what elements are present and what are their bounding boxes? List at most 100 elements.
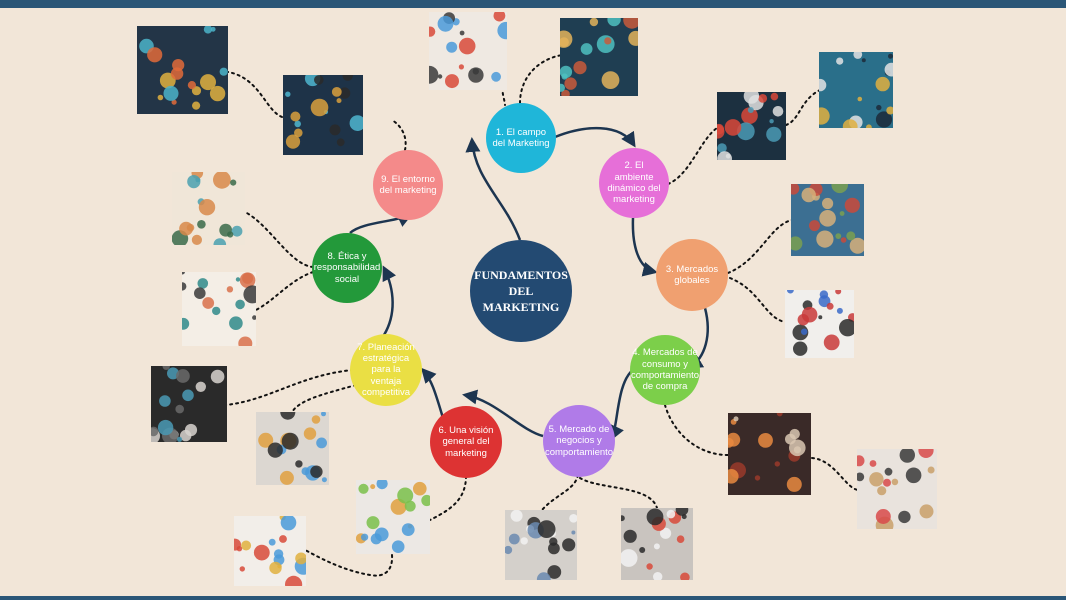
photo-detail — [294, 120, 301, 128]
photo-detail — [213, 172, 231, 189]
dotted-link-15 — [244, 211, 314, 268]
photo-detail — [331, 87, 342, 97]
network-icons-photo-graphic — [137, 26, 228, 114]
photo-detail — [884, 467, 893, 476]
photo-detail — [285, 91, 291, 97]
arrow-center-to-1 — [465, 137, 522, 241]
top-border — [0, 0, 1066, 8]
photo-detail — [836, 57, 844, 65]
crowd-hands-photo-graphic — [172, 172, 245, 245]
photo-detail — [182, 272, 185, 275]
photo-detail — [285, 134, 301, 149]
photo-detail — [653, 572, 663, 580]
photo-detail — [370, 533, 382, 545]
photo-detail — [875, 76, 890, 92]
photo-detail — [397, 487, 414, 504]
topic-label: 8. Ética y responsabilidad social — [313, 250, 381, 285]
photo-detail — [919, 504, 934, 519]
photo-detail — [717, 143, 727, 153]
photo-detail — [569, 514, 577, 523]
topic-node-6[interactable]: 6. Una visión general del marketing — [430, 406, 502, 478]
arrow-6-to-7 — [420, 367, 445, 419]
photo-detail — [831, 184, 848, 194]
central-topic-label: FUNDAMENTOS DEL MARKETING — [474, 267, 568, 315]
photo-detail — [230, 179, 237, 186]
arrow-4-to-5 — [610, 369, 634, 441]
photo-detail — [844, 197, 860, 213]
photo-detail — [437, 74, 443, 79]
world-map-flags-photo-graphic — [785, 290, 854, 358]
photo-detail — [213, 238, 227, 245]
photo-detail — [876, 104, 882, 111]
photo-detail — [151, 426, 159, 437]
photo-detail — [437, 15, 454, 32]
photo-detail — [321, 412, 326, 417]
photo-detail — [197, 278, 209, 289]
photo-detail — [226, 286, 234, 293]
photo-detail — [918, 449, 934, 458]
photo-detail — [562, 538, 576, 552]
photo-detail — [801, 328, 808, 335]
photo-detail — [604, 37, 612, 45]
topic-node-9[interactable]: 9. El entorno del marketing — [373, 150, 443, 220]
photo-detail — [793, 341, 808, 356]
photo-detail — [853, 52, 863, 59]
photo-detail — [321, 477, 327, 483]
photo-detail — [290, 111, 301, 122]
photo-detail — [857, 455, 865, 467]
photo-detail — [184, 423, 198, 437]
photo-detail — [491, 71, 501, 82]
dotted-link-4 — [785, 89, 821, 126]
photo-detail — [571, 530, 576, 535]
photo-detail — [301, 467, 310, 476]
dotted-link-9 — [541, 474, 579, 511]
photo-detail — [728, 432, 741, 447]
photo-detail — [191, 234, 202, 245]
photo-detail — [176, 369, 190, 383]
photo-detail — [774, 461, 780, 467]
photo-detail — [628, 30, 638, 46]
central-topic[interactable]: FUNDAMENTOS DEL MARKETING — [470, 240, 572, 342]
topic-node-3[interactable]: 3. Mercados globales — [656, 239, 728, 311]
photo-detail — [179, 221, 193, 236]
person-with-network-photo-graphic — [283, 75, 363, 155]
world-map-photo-graphic — [791, 184, 864, 256]
photo-detail — [869, 472, 884, 487]
team-documents-photo-graphic — [621, 508, 693, 580]
topic-node-2[interactable]: 2. El ambiente dinámico del marketing — [599, 148, 669, 218]
photo-detail — [493, 12, 506, 22]
photo-detail — [311, 415, 321, 424]
photo-detail — [231, 225, 243, 237]
topic-node-8[interactable]: 8. Ética y responsabilidad social — [312, 233, 382, 303]
photo-detail — [791, 236, 803, 251]
photo-detail — [607, 18, 621, 27]
photo-detail — [754, 475, 761, 481]
dotted-link-12 — [304, 549, 394, 577]
topic-node-5[interactable]: 5. Mercado de negocios y comportamiento — [543, 405, 615, 477]
supermarket-aisle-photo — [728, 413, 811, 495]
digital-target-network-photo-graphic — [717, 92, 786, 160]
photo-detail — [468, 67, 484, 83]
photo-detail — [198, 199, 216, 216]
photo-detail — [819, 210, 836, 227]
photo-detail — [861, 58, 866, 63]
dotted-link-14 — [291, 384, 357, 413]
photo-detail — [267, 442, 283, 458]
topic-node-4[interactable]: 4. Mercados de consumo y comportamiento … — [630, 335, 700, 405]
photo-detail — [336, 138, 345, 147]
arrow-2-to-3 — [631, 217, 658, 277]
hands-with-papers-photo — [429, 12, 507, 90]
photo-detail — [182, 317, 190, 330]
photo-detail — [736, 122, 755, 141]
dotted-link-16 — [255, 271, 314, 311]
photo-detail — [192, 101, 201, 110]
topic-node-7[interactable]: 7. Planeación estratégica para la ventaj… — [350, 334, 422, 406]
photo-detail — [162, 366, 170, 370]
topic-node-1[interactable]: 1. El campo del Marketing — [486, 103, 556, 173]
photo-detail — [239, 566, 245, 572]
marketing-infographic-photo-graphic — [356, 480, 430, 554]
photo-detail — [182, 389, 194, 402]
photo-detail — [839, 319, 854, 337]
dotted-link-5 — [727, 219, 793, 274]
team-documents-photo — [621, 508, 693, 580]
